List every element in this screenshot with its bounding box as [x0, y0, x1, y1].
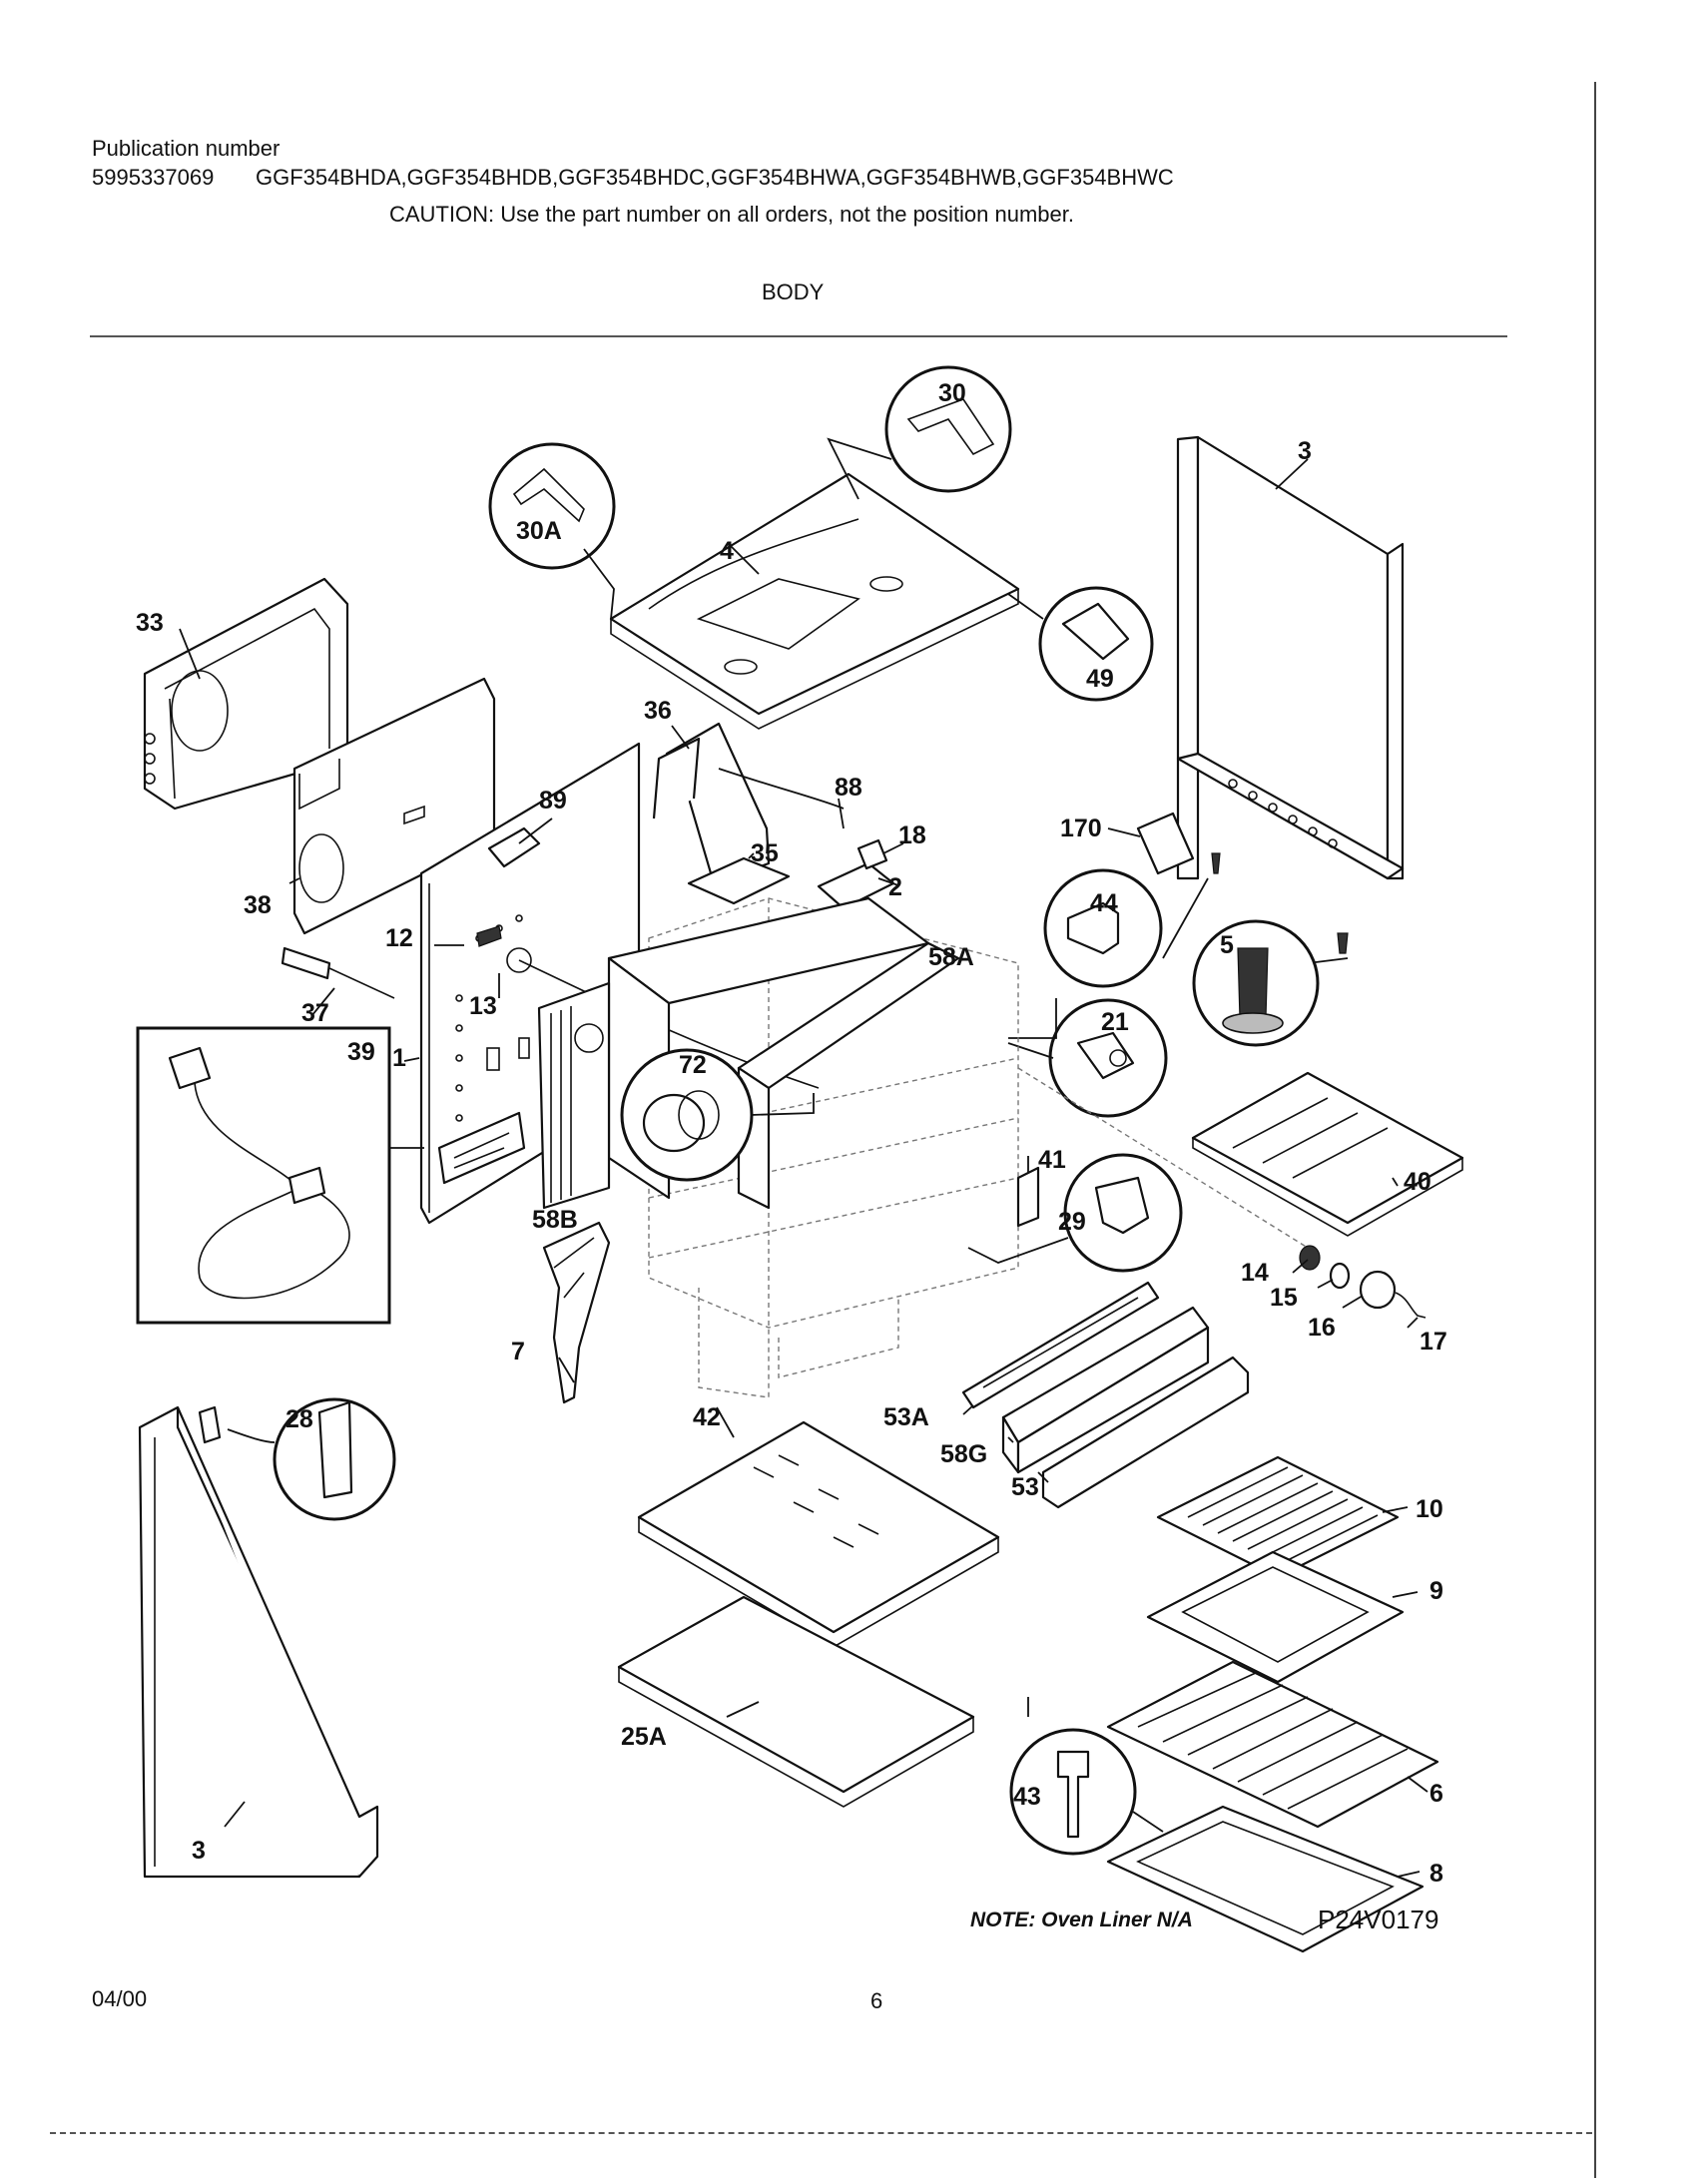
callout-25a: 25A	[621, 1723, 667, 1751]
lamp-bulb-15	[1329, 1262, 1351, 1290]
callout-17: 17	[1420, 1328, 1447, 1356]
lamp-socket-14	[1299, 1245, 1321, 1271]
footer-rule	[50, 2132, 1592, 2134]
callout-72: 72	[679, 1051, 707, 1079]
callout-35: 35	[751, 839, 779, 867]
callout-39: 39	[347, 1038, 375, 1066]
broil-grid-10	[1156, 1455, 1400, 1579]
detail-circle-30	[884, 365, 1012, 493]
callout-3-upper: 3	[1298, 437, 1312, 465]
section-title: BODY	[762, 279, 825, 304]
callout-37: 37	[301, 999, 329, 1027]
callout-15: 15	[1270, 1284, 1298, 1312]
callout-170: 170	[1060, 815, 1102, 842]
lamp-cover-16	[1359, 1270, 1397, 1310]
callout-44: 44	[1090, 889, 1118, 917]
callout-40: 40	[1404, 1168, 1431, 1196]
callout-43: 43	[1013, 1783, 1041, 1811]
right-margin-rule	[1594, 82, 1596, 2178]
oven-liner-note: NOTE: Oven Liner N/A	[970, 1909, 1193, 1931]
callout-36: 36	[644, 697, 672, 725]
rear-panel-part	[1176, 435, 1405, 880]
callout-21: 21	[1101, 1008, 1129, 1036]
wire-17	[1395, 1292, 1426, 1319]
drawer-pan-8	[1106, 1805, 1424, 1953]
callout-29: 29	[1058, 1208, 1086, 1236]
callout-14: 14	[1241, 1259, 1269, 1287]
detail-circle-30a	[488, 442, 616, 570]
callout-10: 10	[1416, 1495, 1443, 1523]
callout-7: 7	[511, 1338, 525, 1365]
bracket-170	[1136, 812, 1195, 875]
callout-53: 53	[1011, 1473, 1039, 1501]
callout-41: 41	[1038, 1146, 1066, 1174]
callout-58a: 58A	[928, 943, 974, 971]
callout-42: 42	[693, 1403, 721, 1431]
callout-28: 28	[285, 1405, 313, 1433]
footer-page-number: 6	[870, 1988, 883, 2013]
thermostat-18	[856, 838, 888, 870]
callout-89: 89	[539, 787, 567, 815]
caution-note: CAUTION: Use the part number on all orde…	[389, 202, 1074, 227]
callout-6: 6	[1429, 1780, 1443, 1808]
callout-49: 49	[1086, 665, 1114, 693]
callout-33: 33	[136, 609, 164, 637]
drawing-code: P24V0179	[1318, 1905, 1438, 1934]
callout-38: 38	[244, 891, 272, 919]
callout-88: 88	[835, 774, 862, 802]
hinge-7	[542, 1221, 611, 1404]
callout-1: 1	[392, 1044, 406, 1072]
publication-label: Publication number	[92, 136, 281, 161]
callout-58b: 58B	[532, 1206, 578, 1234]
callout-9: 9	[1429, 1577, 1443, 1605]
callout-30: 30	[938, 379, 966, 407]
rail-53	[1041, 1356, 1250, 1509]
callout-16: 16	[1308, 1314, 1336, 1342]
callout-12: 12	[385, 924, 413, 952]
header-rule	[90, 335, 1507, 337]
publication-number: 5995337069	[92, 165, 215, 190]
callout-58g: 58G	[940, 1440, 987, 1468]
callout-4: 4	[720, 537, 734, 565]
footer-date: 04/00	[92, 1986, 148, 2011]
callout-5: 5	[1220, 931, 1234, 959]
broil-pan-9	[1146, 1550, 1405, 1684]
callout-8: 8	[1429, 1860, 1443, 1888]
top-panel-part	[609, 472, 1020, 730]
bracket-41	[1016, 1166, 1040, 1228]
oven-rack-6	[1106, 1660, 1439, 1829]
callout-2: 2	[888, 873, 902, 901]
sensor-37	[281, 946, 331, 980]
baffle-35	[687, 856, 791, 905]
callout-18: 18	[898, 821, 926, 849]
insulation-58b	[537, 981, 611, 1210]
callout-53a: 53A	[883, 1403, 929, 1431]
callout-30a: 30A	[516, 517, 562, 545]
model-list: GGF354BHDA,GGF354BHDB,GGF354BHDC,GGF354B…	[256, 165, 1174, 190]
callout-3-lower: 3	[192, 1837, 206, 1865]
callout-13: 13	[469, 992, 497, 1020]
